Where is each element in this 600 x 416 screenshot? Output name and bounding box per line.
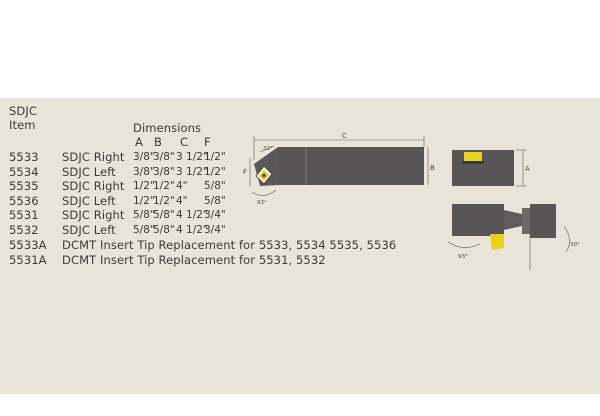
dim-b-value: 1/2": [153, 180, 175, 193]
dim-a-value: 3/8": [133, 151, 155, 163]
top-head: [452, 204, 504, 236]
tool-diagram: C F B A 32° 93° 93° 30°: [243, 132, 580, 270]
dim-a-value: 1/2": [133, 180, 155, 193]
holder-top-view: [452, 204, 556, 250]
col-c-header: C: [180, 135, 189, 149]
dim-f-value: 5/8": [204, 194, 226, 207]
label-b: B: [430, 164, 435, 172]
angle-93-arc: [251, 189, 277, 196]
item-number: 5532: [9, 223, 39, 237]
end-insert: [464, 152, 482, 161]
label-c: C: [342, 132, 347, 140]
item-description: SDJC Left: [62, 164, 116, 179]
item-number: 5535: [9, 179, 39, 194]
replacement-item-number: 5533A: [9, 238, 47, 252]
label-angle-93-side: 93°: [458, 254, 468, 260]
angle-93-side-arc: [447, 241, 481, 248]
angle-32-line: [259, 145, 275, 153]
dim-b-value: 5/8": [153, 224, 175, 236]
top-insert: [490, 234, 504, 250]
holder-shank: [278, 147, 424, 185]
item-description: SDJC Left: [62, 223, 116, 237]
dim-c-value: 4": [176, 180, 188, 193]
col-f-header: F: [204, 135, 211, 149]
label-f: F: [243, 168, 247, 176]
end-body: [452, 150, 514, 186]
item-description: SDJC Right: [62, 208, 125, 223]
dim-a-value: 5/8": [133, 209, 155, 222]
replacement-description: DCMT Insert Tip Replacement for 5533, 55…: [62, 238, 397, 252]
item-number: 5533: [9, 150, 39, 164]
dim-f-value: 1/2": [204, 151, 226, 163]
dim-f-value: 5/8": [204, 180, 226, 193]
dim-c-value: 3 1/2": [176, 165, 208, 178]
item-number: 5534: [9, 164, 39, 179]
label-angle-30: 30°: [570, 242, 580, 248]
dim-f-value: 1/2": [204, 165, 226, 178]
item-description: SDJC Right: [62, 179, 125, 194]
angle-30-arc: [563, 225, 570, 253]
item-label: Item: [9, 118, 36, 132]
item-description: SDJC Right: [62, 150, 125, 164]
top-neck: [504, 210, 522, 230]
dimensions-label: Dimensions: [133, 121, 202, 135]
replacement-item-number: 5531A: [9, 252, 47, 267]
top-shank: [530, 204, 556, 238]
dim-c-value: 4 1/2": [176, 224, 208, 236]
dim-f-value: 3/4": [204, 224, 226, 236]
replacement-description: DCMT Insert Tip Replacement for 5531, 55…: [62, 252, 326, 267]
holder-side-view: [254, 147, 424, 186]
holder-end-view: [452, 150, 514, 186]
dim-b-value: 3/8": [153, 151, 175, 163]
dim-a-value: 1/2": [133, 194, 155, 207]
dim-c-value: 3 1/2": [176, 151, 208, 163]
dim-c-value: 4 1/2": [176, 209, 208, 222]
dim-b-value: 5/8": [153, 209, 175, 222]
series-title: SDJC: [9, 104, 37, 118]
dim-a-value: 5/8": [133, 224, 155, 236]
dim-b-value: 1/2": [153, 194, 175, 207]
item-number: 5531: [9, 208, 39, 223]
col-b-header: B: [154, 135, 162, 149]
col-a-header: A: [135, 135, 143, 149]
dim-f-value: 3/4": [204, 209, 226, 222]
dim-c-value: 4": [176, 194, 188, 207]
top-collar: [522, 208, 530, 234]
dim-b-value: 3/8": [153, 165, 175, 178]
end-seat: [462, 161, 484, 164]
item-number: 5536: [9, 193, 39, 208]
dim-a-value: 3/8": [133, 165, 155, 178]
insert-screw: [262, 173, 266, 178]
item-description: SDJC Left: [62, 193, 116, 208]
label-angle-93: 93°: [257, 200, 267, 206]
label-angle-32: 32°: [263, 146, 273, 152]
label-a: A: [525, 165, 530, 173]
